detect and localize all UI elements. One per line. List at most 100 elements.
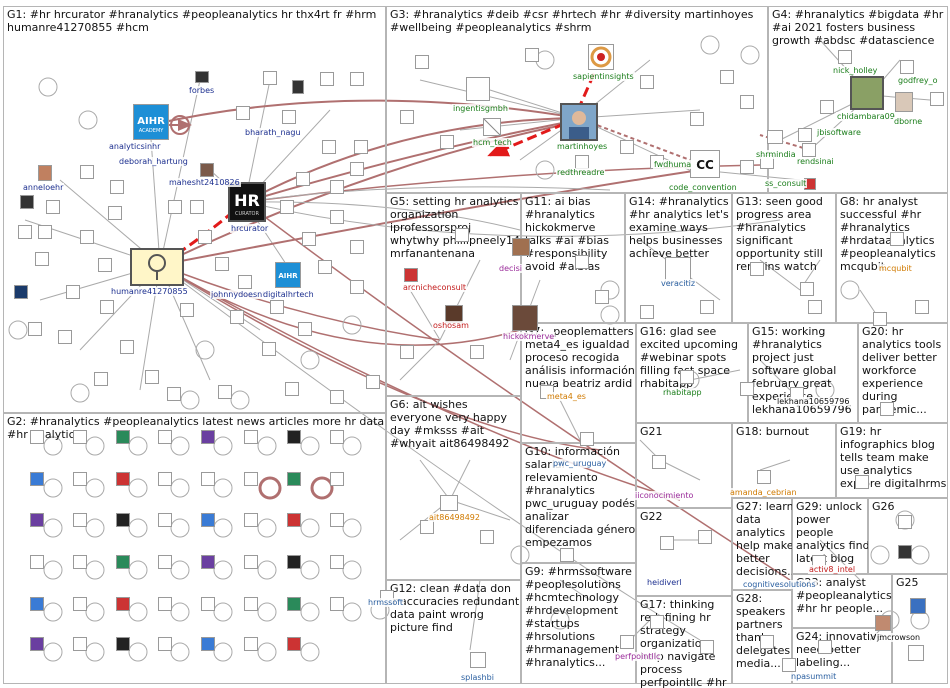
node[interactable] [30,637,44,651]
node[interactable] [110,180,124,194]
node[interactable] [244,430,258,444]
humanre-node[interactable] [130,248,184,286]
node[interactable] [910,598,926,614]
node[interactable] [690,112,704,126]
node[interactable] [66,285,80,299]
node[interactable] [404,268,418,282]
node[interactable] [525,48,539,62]
node[interactable] [575,155,589,169]
hcm-tech-node[interactable] [483,118,501,136]
node[interactable] [282,110,296,124]
node[interactable] [80,230,94,244]
node[interactable] [80,165,94,179]
node[interactable] [98,258,112,272]
node[interactable] [167,387,181,401]
node[interactable] [108,206,122,220]
node[interactable] [798,128,812,142]
node[interactable] [440,135,454,149]
node[interactable] [400,110,414,124]
code-convention-node[interactable]: CC [690,150,720,178]
node[interactable] [330,180,344,194]
node[interactable] [640,75,654,89]
veracitiz-node[interactable] [665,257,691,283]
node[interactable] [158,597,172,611]
node[interactable] [215,257,229,271]
node[interactable] [908,645,924,661]
node[interactable] [30,513,44,527]
node[interactable] [680,370,694,384]
node[interactable] [287,555,301,569]
node[interactable] [855,475,869,489]
node[interactable] [38,165,52,181]
node[interactable] [740,95,754,109]
node[interactable] [30,430,44,444]
node[interactable] [915,300,929,314]
node[interactable] [73,513,87,527]
node[interactable] [218,385,232,399]
node[interactable] [198,230,212,244]
node[interactable] [880,402,894,416]
node[interactable] [330,472,344,486]
node[interactable] [440,495,458,511]
node[interactable] [470,652,486,668]
node[interactable] [30,597,44,611]
node[interactable] [620,140,634,154]
ingentis-node[interactable] [466,77,490,101]
node[interactable] [285,382,299,396]
sapientinsights-node[interactable] [588,44,614,70]
node[interactable] [820,100,834,114]
node[interactable] [35,252,49,266]
node[interactable] [720,70,734,84]
hickokmerve-photo-node[interactable] [512,305,538,331]
node[interactable] [875,615,891,631]
node[interactable] [350,162,364,176]
node[interactable] [270,300,284,314]
node[interactable] [116,555,130,569]
node[interactable] [580,432,594,446]
node[interactable] [698,530,712,544]
node[interactable] [455,228,469,242]
node[interactable] [201,472,215,486]
node[interactable] [116,430,130,444]
node[interactable] [757,470,771,484]
node[interactable] [94,372,108,386]
node[interactable] [898,545,912,559]
node[interactable] [400,345,414,359]
node[interactable] [262,342,276,356]
node[interactable] [802,143,816,157]
node[interactable] [302,232,316,246]
node[interactable] [116,637,130,651]
node[interactable] [158,430,172,444]
node[interactable] [201,555,215,569]
node[interactable] [28,322,42,336]
node[interactable] [800,282,814,296]
node[interactable] [660,536,674,550]
node[interactable] [350,280,364,294]
node[interactable] [808,300,822,314]
node[interactable] [650,615,664,629]
decisi-photo-node[interactable] [512,238,530,256]
node[interactable] [263,71,277,85]
node[interactable] [480,530,494,544]
node[interactable] [595,290,609,304]
node[interactable] [145,370,159,384]
node[interactable] [292,80,304,94]
node[interactable] [354,140,368,154]
node[interactable] [470,345,484,359]
node[interactable] [244,472,258,486]
node[interactable] [38,225,52,239]
node[interactable] [767,130,783,144]
node[interactable] [350,72,364,86]
node[interactable] [330,430,344,444]
node[interactable] [73,430,87,444]
node[interactable] [560,548,574,562]
digitalhrtech-node[interactable]: AIHR [275,262,301,288]
node[interactable] [318,260,332,274]
node[interactable] [575,255,589,269]
node[interactable] [158,555,172,569]
node[interactable] [180,303,194,317]
node[interactable] [740,382,754,396]
node[interactable] [30,472,44,486]
node[interactable] [73,472,87,486]
